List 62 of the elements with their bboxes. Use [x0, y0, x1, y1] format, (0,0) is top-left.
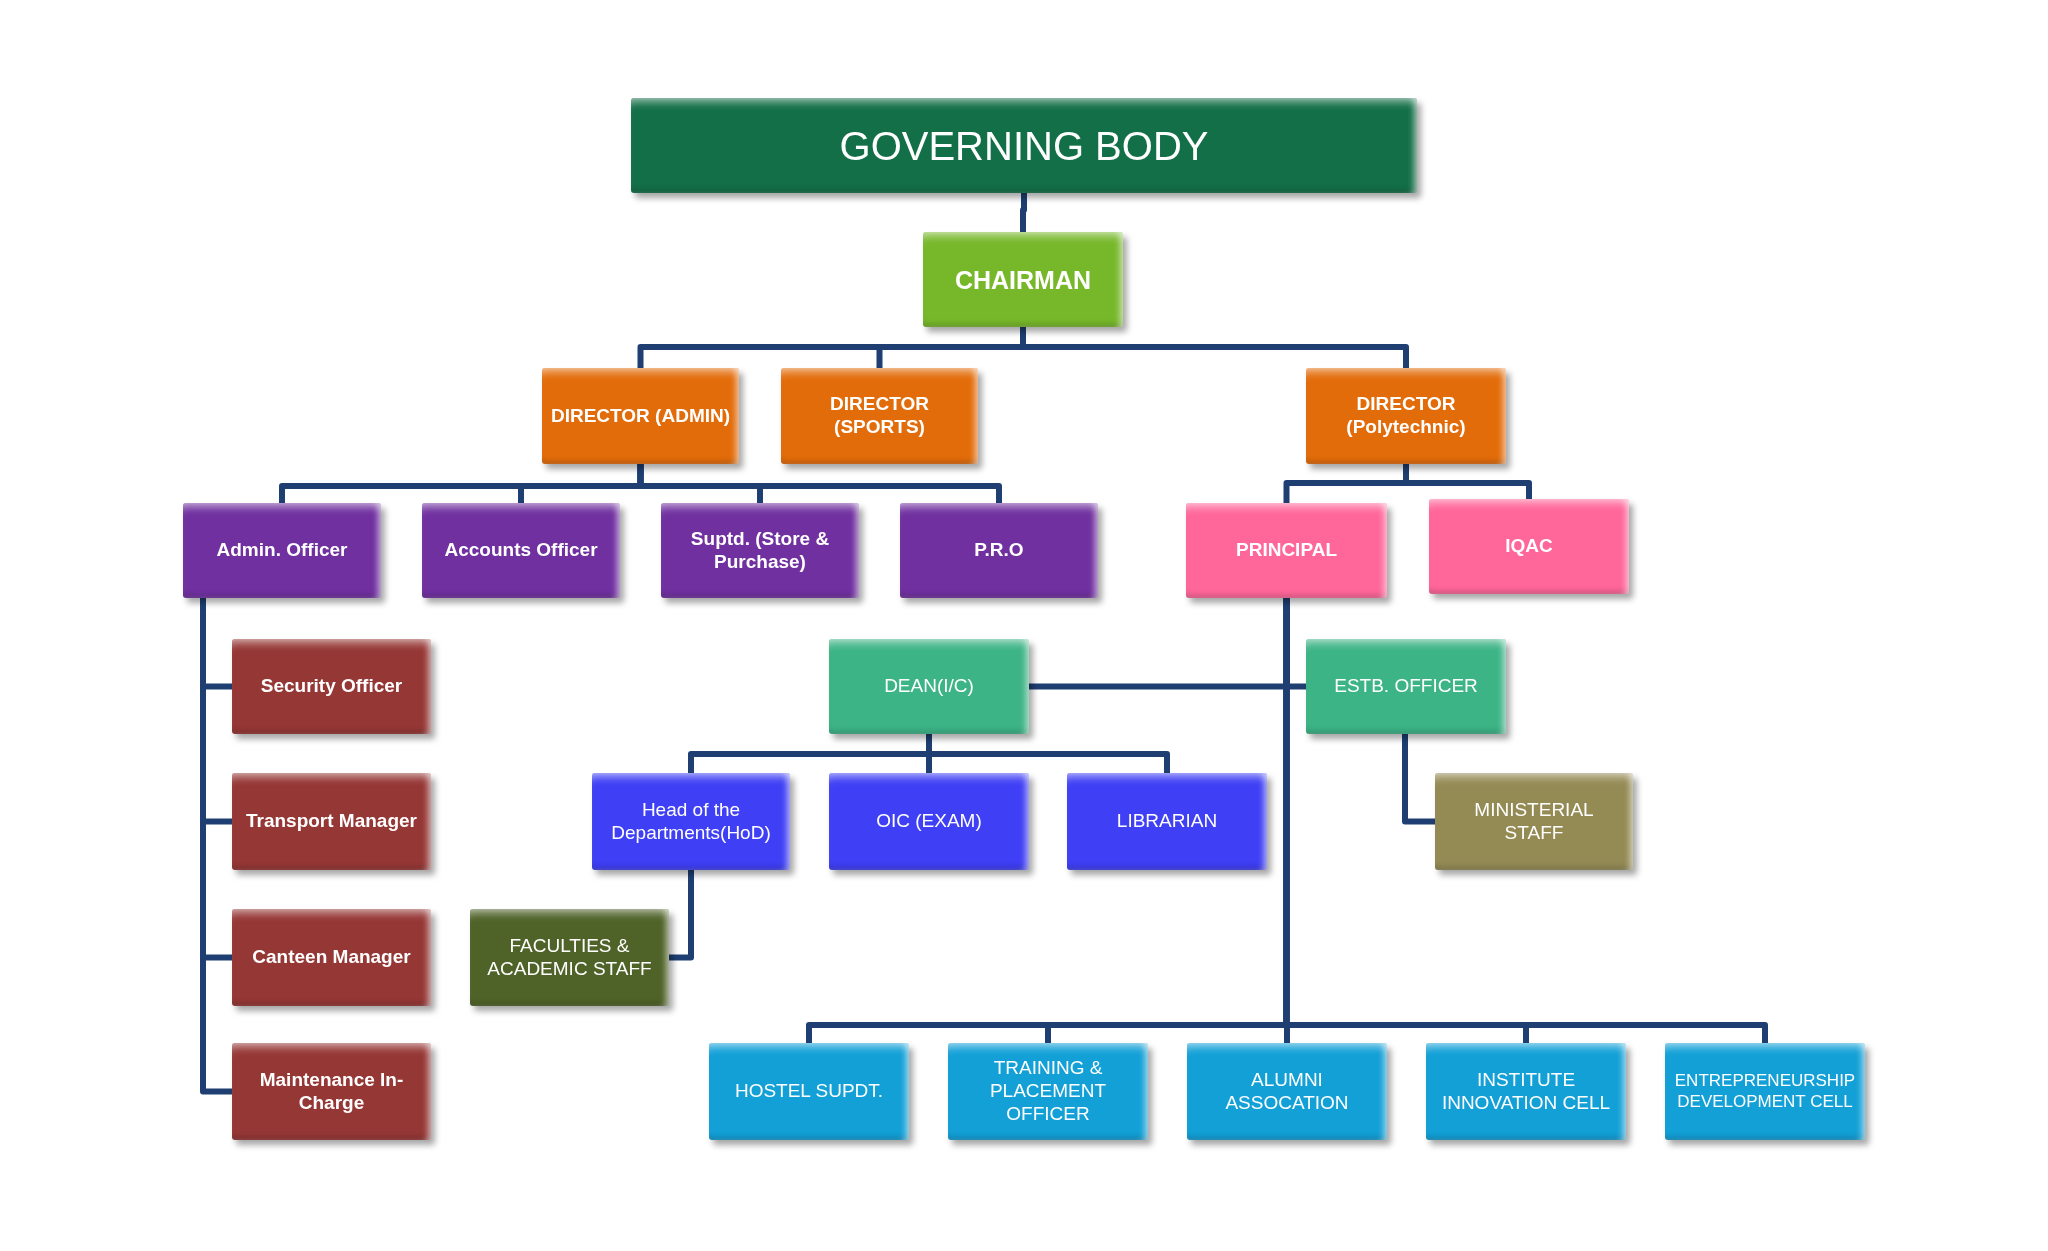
role-box [542, 368, 739, 464]
role-box [1187, 1043, 1387, 1140]
role-title: Maintenance In-Charge [258, 1068, 405, 1115]
role-box [829, 773, 1029, 870]
role-box [923, 232, 1123, 327]
role-box [1306, 368, 1506, 464]
role-box [1435, 773, 1633, 870]
connector-line [1283, 598, 1768, 1043]
role-box [1306, 639, 1506, 734]
connector-line [1403, 464, 1532, 499]
role-box [1426, 1043, 1626, 1140]
role-title: OIC (EXAM) [876, 810, 982, 833]
role-title: Admin. Officer [216, 539, 348, 562]
role-title: Transport Manager [245, 810, 417, 833]
role-box [948, 1043, 1148, 1140]
role-title: HOSTEL SUPDT. [734, 1080, 884, 1103]
role-title: FACULTIES & ACADEMIC STAFF [486, 934, 653, 981]
role-title: GOVERNING BODY [839, 122, 1209, 170]
connector-line [1020, 193, 1027, 232]
role-box [1186, 503, 1387, 598]
role-box [470, 909, 669, 1006]
role-title: MINISTERIAL STAFF [1473, 798, 1595, 845]
role-title: DIRECTOR (Polytechnic) [1345, 393, 1467, 439]
role-title: Canteen Manager [252, 946, 411, 969]
role-title: DIRECTOR (SPORTS) [829, 393, 930, 439]
role-title: Suptd. (Store & Purchase) [689, 527, 831, 574]
connector-line [200, 598, 232, 1095]
role-box [232, 773, 431, 870]
connector-line [926, 734, 1170, 773]
role-box [709, 1043, 909, 1140]
connector-line [637, 464, 1002, 503]
role-title: INSTITUTE INNOVATION CELL [1440, 1068, 1612, 1115]
connector-line [669, 870, 694, 961]
role-title: LIBRARIAN [1116, 810, 1218, 833]
role-box [232, 639, 431, 734]
role-title: CHAIRMAN [954, 264, 1092, 295]
role-title: TRAINING & PLACEMENT OFFICER [988, 1057, 1108, 1126]
role-title: DEAN(I/C) [884, 675, 974, 698]
role-box [661, 503, 859, 598]
role-box [422, 503, 620, 598]
role-title: ENTREPRENEURSHIP DEVELOPMENT CELL [1673, 1071, 1857, 1112]
role-title: Head of the Departments(HoD) [610, 798, 772, 845]
role-title: Security Officer [260, 675, 403, 698]
role-box [781, 368, 978, 464]
role-title: Accounts Officer [444, 539, 598, 562]
role-box [1429, 499, 1629, 594]
role-title: IQAC [1505, 535, 1553, 558]
role-title: ESTB. OFFICER [1334, 675, 1478, 698]
title-box [631, 98, 1417, 193]
role-box [900, 503, 1098, 598]
role-title: ALUMNI ASSOCATION [1224, 1068, 1350, 1115]
role-title: PRINCIPAL [1236, 539, 1337, 562]
role-box [232, 909, 431, 1006]
role-box [829, 639, 1029, 734]
role-title: DIRECTOR (ADMIN) [550, 404, 731, 428]
role-box [1067, 773, 1267, 870]
role-box [592, 773, 790, 870]
connector-line [1402, 734, 1435, 825]
role-box [232, 1043, 431, 1140]
role-box [183, 503, 381, 598]
role-box [1665, 1043, 1865, 1140]
role-title: P.R.O [974, 539, 1024, 562]
